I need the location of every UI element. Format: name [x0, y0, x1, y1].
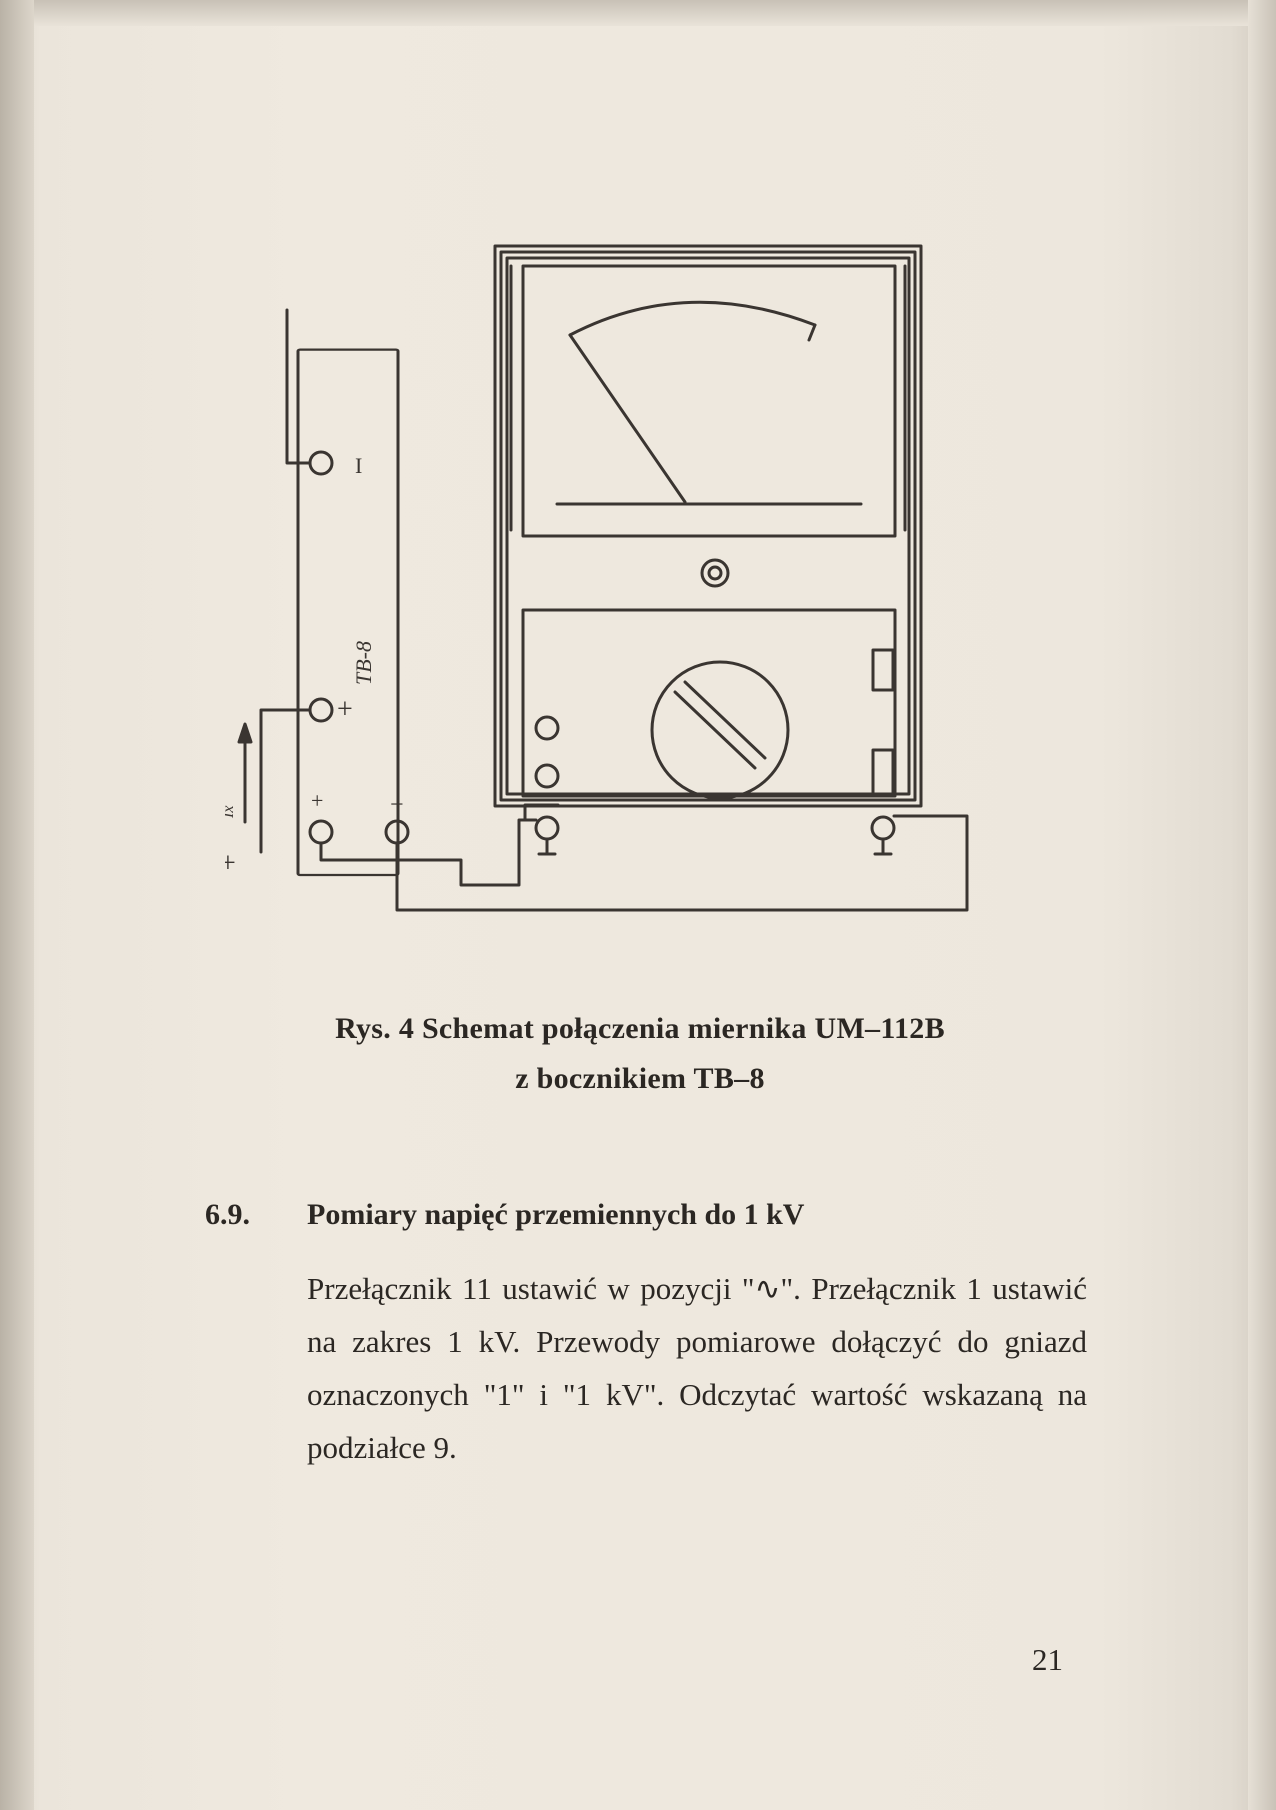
meter-socket-right	[870, 815, 896, 841]
supply-plus-label: +	[225, 848, 236, 879]
wire-plus-to-meter	[319, 818, 538, 887]
page-top-edge	[34, 0, 1276, 26]
meter-needle	[568, 333, 687, 504]
current-arrowhead	[237, 722, 253, 744]
meter-casing-mid	[499, 250, 917, 802]
shunt-terminal-top-label: I	[355, 453, 362, 478]
section-paragraph: Przełącznik 11 ustawić w pozycji "∿". Pr…	[307, 1271, 1087, 1465]
shunt-terminal-top	[308, 450, 334, 476]
connection-diagram: TB-8 I + Ix + + −	[225, 244, 969, 912]
shunt-terminal-mid-label: +	[337, 694, 353, 725]
shunt-body	[296, 348, 400, 877]
meter-socket-2	[534, 763, 560, 789]
book-binding	[0, 0, 34, 1810]
lead-mid	[259, 708, 312, 854]
current-label: Ix	[225, 806, 237, 819]
section-number: 6.9.	[205, 1198, 250, 1231]
page-number: 21	[1032, 1642, 1063, 1677]
meter-slot-upper	[871, 648, 895, 692]
meter-zero-adjust-inner	[707, 565, 723, 581]
meter-knob-mark-2	[683, 680, 767, 760]
page-right-edge	[1248, 0, 1276, 1810]
meter-um112b	[493, 244, 923, 841]
shunt-bottom-plus-label: +	[311, 788, 323, 813]
meter-socket-1	[534, 715, 560, 741]
shunt-label: TB-8	[351, 641, 376, 685]
meter-knob-mark-1	[673, 690, 757, 770]
shunt-bottom-minus-label: −	[390, 792, 404, 818]
lead-top	[285, 308, 312, 465]
meter-casing-outer	[493, 244, 923, 808]
figure-caption-line1: Rys. 4 Schemat połączenia miernika UM–11…	[335, 1012, 945, 1045]
meter-socket-3	[534, 815, 560, 841]
shunt-terminal-bottom-plus	[308, 819, 334, 845]
meter-scale-end	[807, 323, 817, 342]
figure-caption-line2: z bocznikiem TB–8	[515, 1062, 765, 1095]
shunt-terminal-mid	[308, 697, 334, 723]
meter-range-knob	[650, 660, 790, 800]
wire-minus-to-meter	[395, 814, 969, 912]
meter-casing-inner	[505, 256, 911, 796]
section-title: Pomiary napięć przemiennych do 1 kV	[307, 1198, 805, 1231]
meter-zero-adjust	[700, 558, 730, 588]
meter-scale-panel	[521, 264, 897, 538]
shunt-tb8	[296, 348, 400, 877]
wire-plus-to-meter-b	[523, 803, 560, 822]
meter-slot-lower	[871, 748, 895, 798]
meter-scale-arc	[568, 300, 817, 337]
